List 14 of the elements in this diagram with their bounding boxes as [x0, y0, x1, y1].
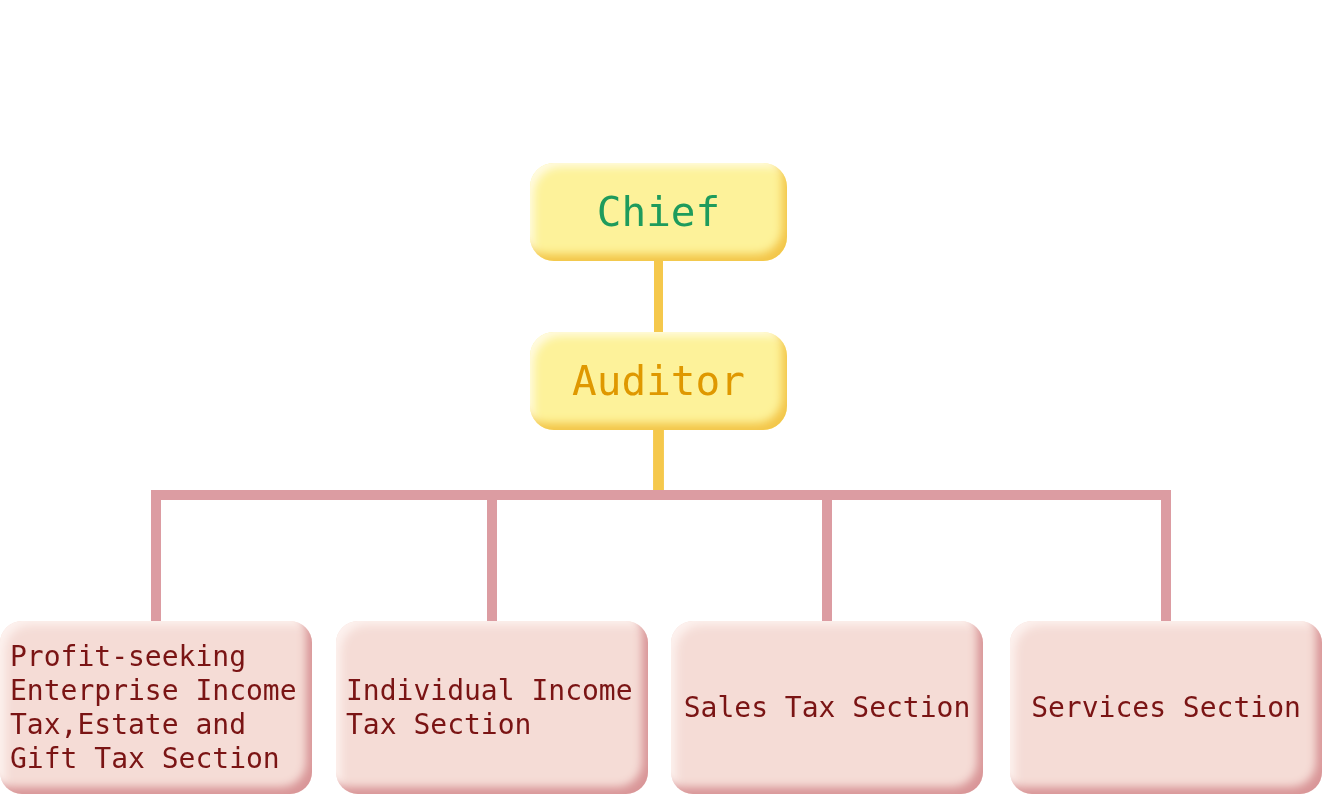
org-unit-box — [530, 332, 787, 430]
connector-line — [653, 430, 1171, 621]
org-unit-box — [0, 621, 312, 794]
unit-name: Sales Tax Section — [683, 690, 971, 725]
unit-name: Services Section — [1031, 690, 1301, 725]
org-unit-box — [336, 621, 648, 794]
unit-name: Profit-seeking Enterprise Income Tax,Estate and Gift Tax Section — [10, 639, 298, 776]
org-unit-box — [1010, 621, 1322, 794]
connector-line — [654, 261, 663, 332]
unit-name: Auditor — [572, 357, 745, 405]
unit-name: Chief — [596, 188, 721, 236]
org-unit-box — [530, 163, 787, 261]
unit-name: Individual Income Tax Section — [346, 673, 634, 742]
org-unit-box — [671, 621, 983, 794]
